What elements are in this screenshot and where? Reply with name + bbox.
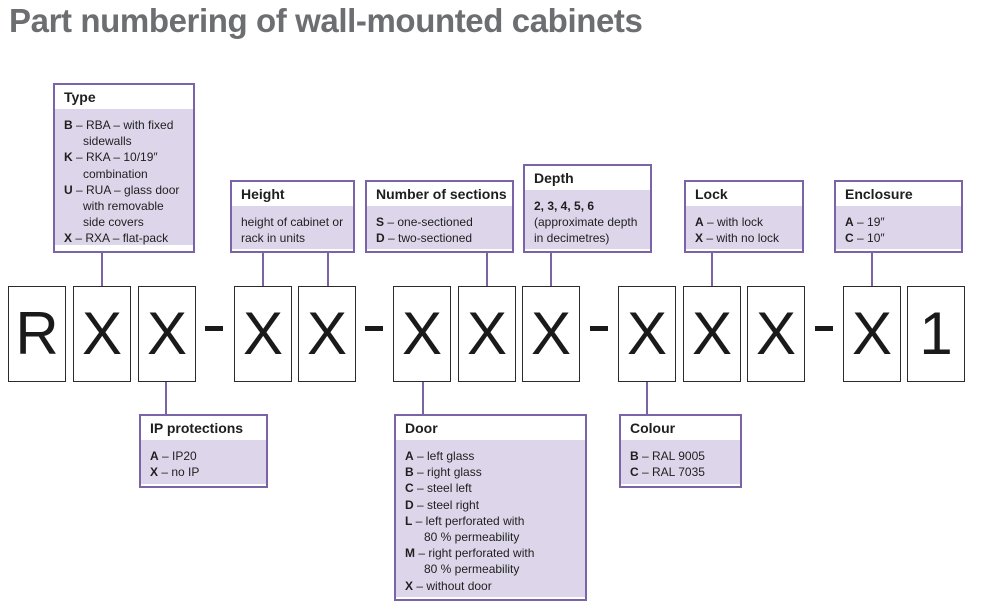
type-box-title: Type bbox=[55, 85, 193, 109]
door-box: Door A – left glass B – right glass C – … bbox=[394, 414, 587, 601]
lock-option-x: X – with no lock bbox=[695, 231, 780, 246]
lock-box-title: Lock bbox=[686, 182, 802, 206]
ip-option-a: A – IP20 bbox=[150, 449, 197, 463]
door-option-l-cont: 80 % permeability bbox=[424, 530, 520, 545]
lock-box: Lock A – with lock X – with no lock bbox=[684, 180, 804, 253]
code-char-1: R bbox=[8, 286, 66, 382]
door-box-title: Door bbox=[396, 416, 585, 440]
type-option-k-cont: combination bbox=[83, 166, 148, 181]
type-box-body: B – RBA – with fixed sidewalls K – RKA –… bbox=[55, 109, 193, 245]
door-option-l: L – left perforated with bbox=[405, 513, 525, 528]
depth-values: 2, 3, 4, 5, 6 bbox=[534, 199, 595, 213]
ip-box: IP protections A – IP20 X – no IP bbox=[139, 414, 268, 488]
colour-option-c: C – RAL 7035 bbox=[630, 465, 705, 480]
code-char-10: X bbox=[683, 286, 741, 382]
separator-dash bbox=[205, 326, 223, 331]
type-option-b-cont: sidewalls bbox=[83, 134, 132, 149]
enclosure-box: Enclosure A – 19″ C – 10″ bbox=[834, 180, 963, 253]
door-option-c: C – steel left bbox=[405, 481, 472, 496]
enclosure-box-body: A – 19″ C – 10″ bbox=[836, 206, 961, 249]
type-option-u: U – RUA – glass door bbox=[64, 182, 180, 197]
sections-box: Number of sections S – one-sectioned D –… bbox=[365, 180, 514, 253]
lock-box-body: A – with lock X – with no lock bbox=[686, 206, 802, 249]
separator-dash bbox=[365, 326, 383, 331]
door-option-x: X – without door bbox=[405, 578, 492, 593]
code-char-5: X bbox=[298, 286, 356, 382]
page-title: Part numbering of wall-mounted cabinets bbox=[9, 2, 643, 39]
door-option-a: A – left glass bbox=[405, 449, 475, 463]
ip-box-body: A – IP20 X – no IP bbox=[141, 440, 266, 484]
ip-option-x: X – no IP bbox=[150, 465, 200, 480]
colour-box-title: Colour bbox=[621, 416, 740, 440]
type-option-k: K – RKA – 10/19″ bbox=[64, 150, 158, 165]
colour-box: Colour B – RAL 9005 C – RAL 7035 bbox=[619, 414, 742, 488]
enclosure-box-title: Enclosure bbox=[836, 182, 961, 206]
type-box: Type B – RBA – with fixed sidewalls K – … bbox=[53, 83, 195, 253]
ip-box-title: IP protections bbox=[141, 416, 266, 440]
code-char-2: X bbox=[73, 286, 131, 382]
door-option-m: M – right perforated with bbox=[405, 546, 535, 561]
enclosure-option-c: C – 10″ bbox=[845, 231, 885, 246]
type-option-u-cont: with removable bbox=[83, 199, 164, 214]
code-char-9: X bbox=[618, 286, 676, 382]
enclosure-option-a: A – 19″ bbox=[845, 215, 885, 229]
sections-option-s: S – one-sectioned bbox=[376, 215, 473, 229]
door-box-body: A – left glass B – right glass C – steel… bbox=[396, 440, 585, 597]
code-char-7: X bbox=[458, 286, 516, 382]
code-char-12: X bbox=[843, 286, 901, 382]
code-char-6: X bbox=[393, 286, 451, 382]
door-option-b: B – right glass bbox=[405, 465, 482, 480]
height-box-text: height of cabinet or rack in units bbox=[232, 206, 353, 249]
depth-box-title: Depth bbox=[525, 166, 650, 190]
depth-note: (approximate depth in decimetres) bbox=[534, 215, 638, 246]
code-char-8: X bbox=[522, 286, 580, 382]
type-option-b: B – RBA – with fixed bbox=[64, 118, 174, 132]
sections-option-d: D – two-sectioned bbox=[376, 231, 473, 246]
type-option-u-cont: side covers bbox=[83, 215, 144, 230]
door-option-m-cont: 80 % permeability bbox=[424, 562, 520, 577]
separator-dash bbox=[590, 326, 608, 331]
lock-option-a: A – with lock bbox=[695, 215, 764, 229]
height-box: Height height of cabinet or rack in unit… bbox=[230, 180, 355, 253]
separator-dash bbox=[815, 326, 833, 331]
code-char-3: X bbox=[138, 286, 196, 382]
sections-box-title: Number of sections bbox=[367, 182, 512, 206]
depth-box: Depth 2, 3, 4, 5, 6 (approximate depth i… bbox=[523, 164, 652, 253]
colour-option-b: B – RAL 9005 bbox=[630, 449, 705, 463]
code-char-13: 1 bbox=[907, 286, 965, 382]
height-box-title: Height bbox=[232, 182, 353, 206]
code-char-11: X bbox=[747, 286, 805, 382]
type-option-x: X – RXA – flat-pack bbox=[64, 231, 169, 246]
sections-box-body: S – one-sectioned D – two-sectioned bbox=[367, 206, 512, 249]
code-char-4: X bbox=[234, 286, 292, 382]
colour-box-body: B – RAL 9005 C – RAL 7035 bbox=[621, 440, 740, 484]
depth-box-body: 2, 3, 4, 5, 6 (approximate depth in deci… bbox=[525, 190, 650, 249]
door-option-d: D – steel right bbox=[405, 497, 480, 512]
